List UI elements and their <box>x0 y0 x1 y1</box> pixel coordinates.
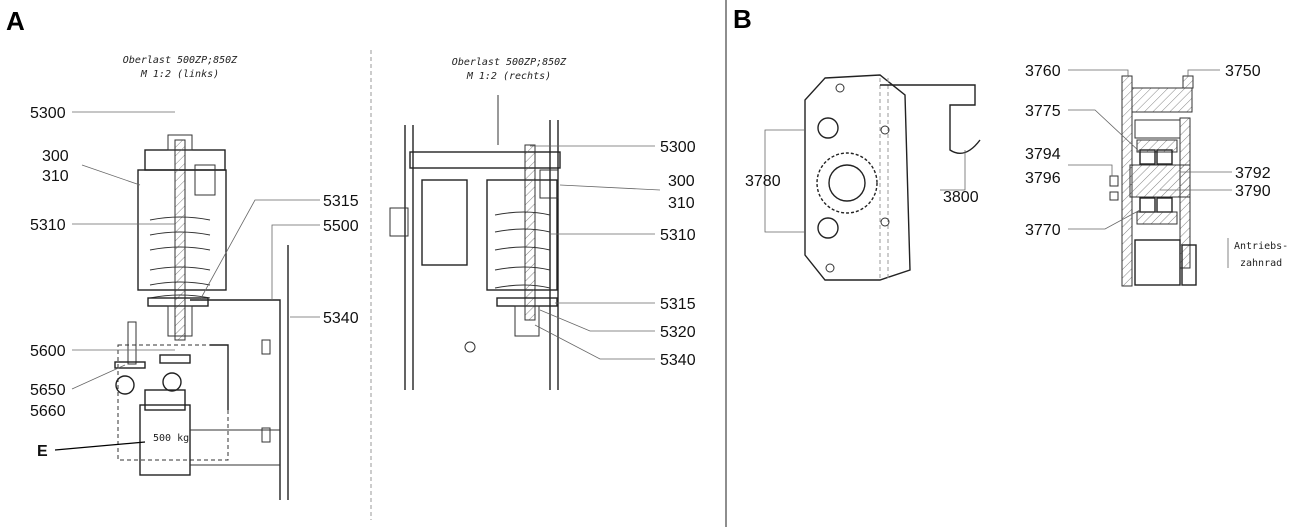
label-5340-right: 5340 <box>660 352 696 369</box>
note-line2: zahnrad <box>1240 258 1282 269</box>
label-3796: 3796 <box>1025 170 1061 187</box>
gear-section <box>1109 75 1197 287</box>
right-leaders <box>530 145 661 360</box>
left-view-scale: M 1:2 (links) <box>140 69 219 80</box>
label-5650: 5650 <box>30 382 66 399</box>
left-assembly: 500 kg <box>114 134 289 500</box>
left-view-title: Oberlast 500ZP;850Z <box>123 55 238 66</box>
label-3792: 3792 <box>1235 165 1271 182</box>
label-5660: 5660 <box>30 403 66 420</box>
right-assembly <box>389 95 561 390</box>
label-3790: 3790 <box>1235 183 1271 200</box>
label-e: E <box>37 443 48 460</box>
panel-b-letter: B <box>733 4 752 34</box>
label-5315: 5315 <box>323 193 359 210</box>
label-5310-right: 5310 <box>660 227 696 244</box>
label-3800: 3800 <box>943 189 979 206</box>
label-3750: 3750 <box>1225 63 1261 80</box>
label-3780: 3780 <box>745 173 781 190</box>
label-5300-right: 5300 <box>660 139 696 156</box>
label-5310: 5310 <box>30 217 66 234</box>
label-5340: 5340 <box>323 310 359 327</box>
right-view-scale: M 1:2 (rechts) <box>466 71 551 82</box>
label-3794: 3794 <box>1025 146 1061 163</box>
label-5315-right: 5315 <box>660 296 696 313</box>
label-310-right: 310 <box>668 195 695 212</box>
load-text: 500 kg <box>153 433 189 444</box>
note-line1: Antriebs- <box>1234 241 1288 252</box>
label-300: 300 <box>42 148 69 165</box>
label-310: 310 <box>42 168 69 185</box>
label-5300: 5300 <box>30 105 66 122</box>
label-5600: 5600 <box>30 343 66 360</box>
label-5320-right: 5320 <box>660 324 696 341</box>
left-leaders <box>54 111 320 451</box>
label-5500: 5500 <box>323 218 359 235</box>
right-view-title: Oberlast 500ZP;850Z <box>452 57 567 68</box>
panel-a-letter: A <box>6 6 25 36</box>
label-3760: 3760 <box>1025 63 1061 80</box>
label-300-right: 300 <box>668 173 695 190</box>
label-3775: 3775 <box>1025 103 1061 120</box>
label-3770: 3770 <box>1025 222 1061 239</box>
gear-plate <box>804 74 981 281</box>
b-left-leaders <box>764 129 966 233</box>
b-right-leaders <box>1068 69 1232 230</box>
